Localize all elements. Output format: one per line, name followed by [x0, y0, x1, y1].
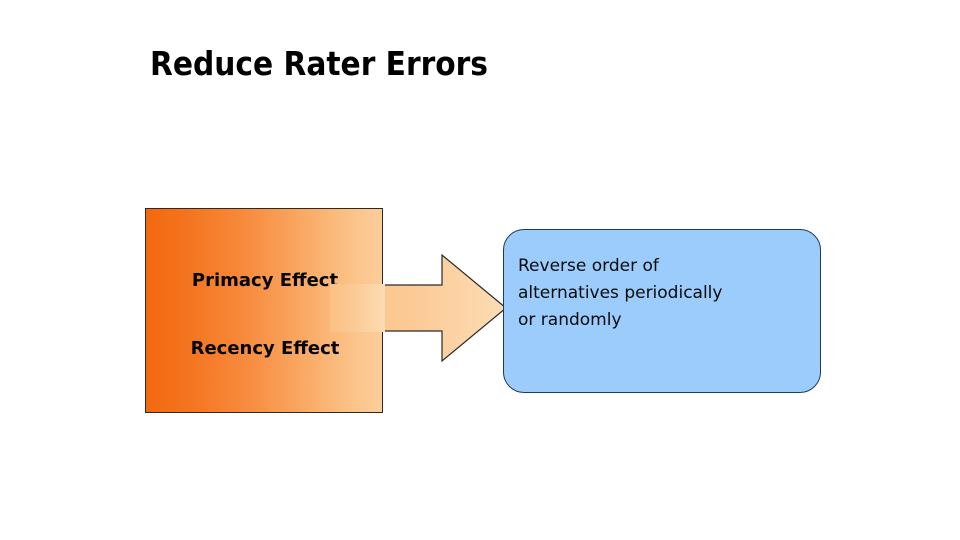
primacy-effect-label: Primacy Effect — [191, 270, 339, 291]
remedy-line-2: alternatives periodically — [518, 283, 723, 303]
remedy-callout-box: Reverse order of alternatives periodical… — [503, 229, 821, 393]
right-block-arrow — [330, 252, 508, 364]
remedy-line-3: or randomly — [518, 310, 622, 330]
right-block-arrow-icon — [330, 253, 507, 363]
remedy-callout-text: Reverse order of alternatives periodical… — [518, 253, 804, 334]
page-title: Reduce Rater Errors — [150, 44, 488, 83]
remedy-line-1: Reverse order of — [518, 256, 659, 276]
recency-effect-label: Recency Effect — [190, 338, 340, 359]
